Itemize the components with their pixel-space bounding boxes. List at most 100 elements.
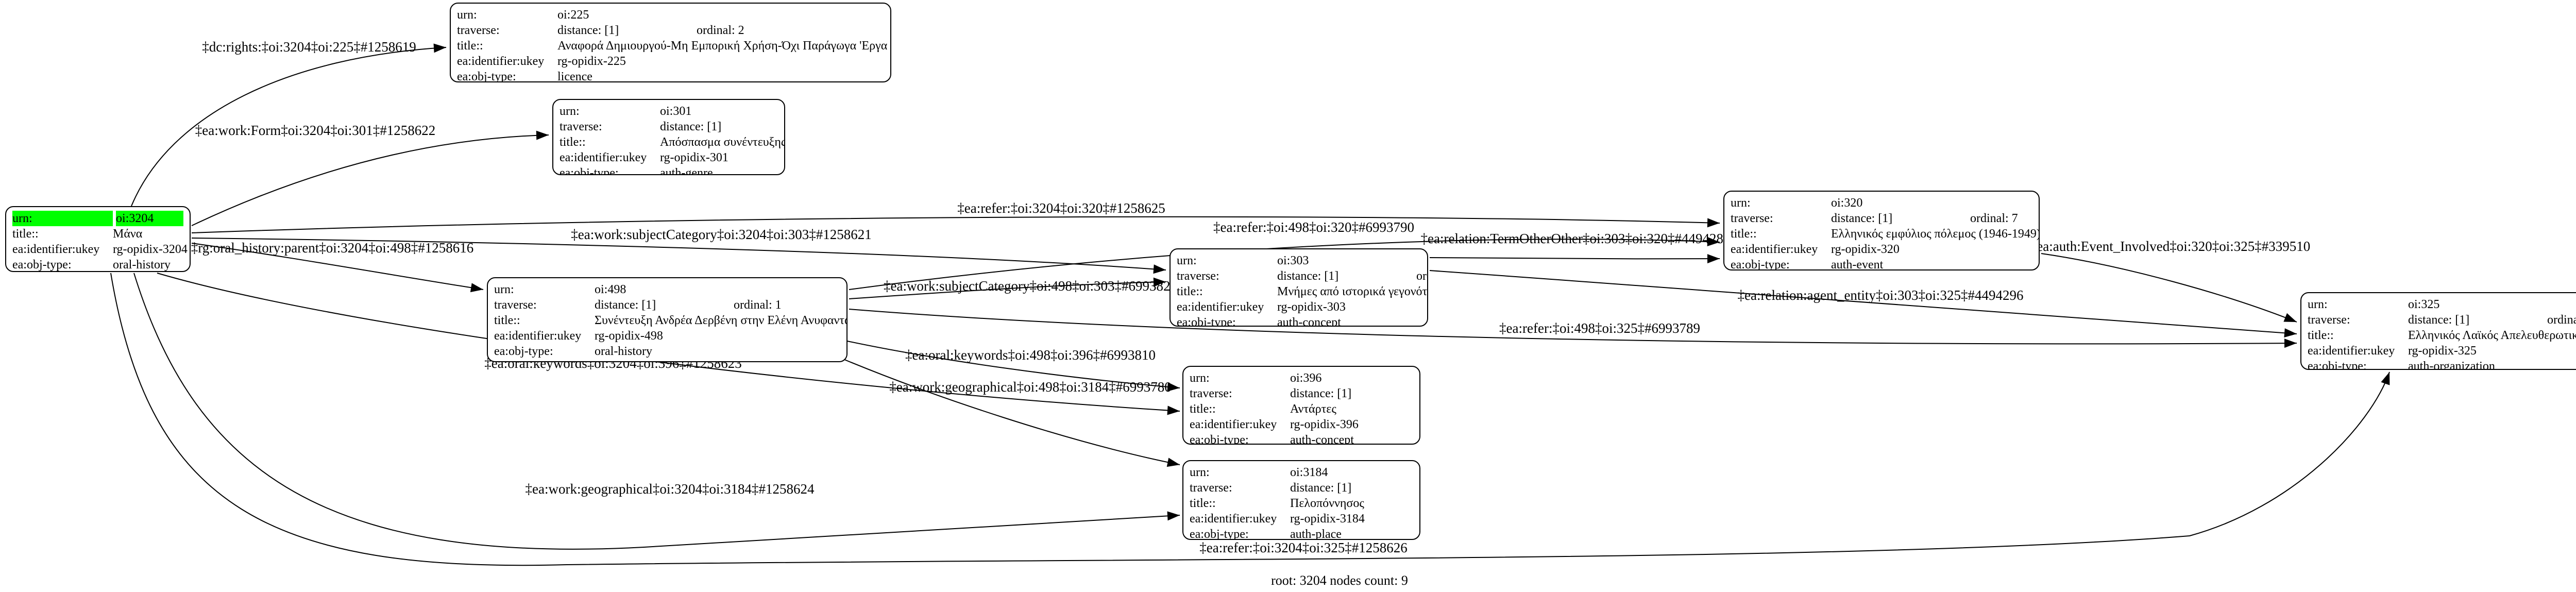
node-row-title: title::Αντάρτες (1190, 401, 1413, 417)
edge-ea-auth-event-involved-320-325 (2041, 253, 2297, 323)
field-value-text: Πελοπόννησος (1290, 497, 1364, 510)
field-key: ea:obj-type: (457, 70, 516, 82)
field-value-text: Ελληνικός Λαϊκός Απελευθερωτικός Στρατός… (2408, 329, 2576, 342)
edge-label-rg-oral-history-parent-3204-498: ‡rg:oral_history:parent‡oi:3204‡oi:498‡#… (191, 240, 473, 256)
field-key: ea:identifier:ukey (1177, 300, 1264, 314)
field-value-ordinal: ordinal: 3 (1416, 269, 1427, 283)
node-row-title: title::Απόσπασμα συνέντευξης (560, 134, 784, 150)
field-value-text: rg-opidix-225 (557, 55, 626, 68)
node-row-ea-obj-type: ea:obj-type:auth-concept (1177, 315, 1421, 327)
field-value: oi:498 (595, 282, 840, 297)
field-value-text: auth-place (1290, 528, 1342, 540)
node-row-traverse: traverse:distance: [1]ordinal: 8 (2308, 312, 2576, 328)
node-row-urn: urn: oi:301 (560, 104, 778, 119)
field-value: Απόσπασμα συνέντευξης (660, 134, 785, 150)
arrowhead-icon (470, 283, 483, 293)
field-value: distance: [1]ordinal: 8 (2408, 312, 2576, 328)
edge-label-ea-relation-agent-entity-303-325: ‡ea:relation:agent_entity‡oi:303‡oi:325‡… (1738, 287, 2024, 303)
field-key: traverse: (1177, 269, 1219, 283)
field-key: urn: (560, 105, 580, 118)
field-key: ea:obj-type: (494, 345, 553, 358)
field-key: urn: (1731, 196, 1751, 210)
field-value: rg-opidix-396 (1290, 417, 1413, 432)
edge-label-ea-work-subjectcategory-498-303: ‡ea:work:subjectCategory‡oi:498‡oi:303‡#… (884, 278, 1177, 294)
field-value: Ελληνικός Λαϊκός Απελευθερωτικός Στρατός… (2408, 328, 2576, 343)
field-value: Μνήμες από ιστορικά γεγονότα (1277, 284, 1428, 299)
edge-label-dc-rights-3204-225: ‡dc:rights:‡oi:3204‡oi:225‡#1258619 (202, 39, 416, 55)
field-value-text: oral-history (595, 345, 652, 358)
field-key: ea:identifier:ukey (1731, 243, 1818, 256)
node-row-ea-obj-type: ea:obj-type:auth-genre (560, 165, 778, 174)
field-value: oral-history (595, 344, 840, 359)
field-value: oi:301 (660, 104, 778, 119)
field-value: Αναφορά Δημιουργού-Μη Εμπορική Χρήση-Όχι… (557, 38, 890, 54)
node-row-traverse: traverse:distance: [1]ordinal: 7 (1731, 211, 2032, 226)
field-value: distance: [1]ordinal: 3 (1277, 268, 1427, 284)
field-value: auth-event (1831, 257, 2032, 269)
node-row-ea-obj-type: ea:obj-type:auth-organization (2308, 359, 2576, 370)
node-row-ea-obj-type: ea:obj-type:auth-concept (1190, 432, 1413, 444)
node-row-urn: urn: oi:396 (1190, 370, 1413, 386)
field-value-text: oi:396 (1290, 371, 1322, 385)
arrowhead-icon (433, 43, 446, 53)
node-row-ea-identifier-ukey: ea:identifier:ukey rg-opidix-320 (1731, 242, 2032, 257)
arrowhead-icon (1153, 277, 1166, 287)
field-value: oi:3204 (116, 211, 183, 226)
arrowhead-icon (1153, 264, 1166, 274)
node-row-title: title::Αναφορά Δημιουργού-Μη Εμπορική Χρ… (457, 38, 890, 54)
field-key: ea:identifier:ukey (2308, 344, 2395, 358)
field-key: traverse: (1731, 212, 1773, 225)
field-key: traverse: (560, 120, 602, 133)
field-value-text: oi:301 (660, 105, 692, 118)
field-key: urn: (1190, 371, 1210, 385)
field-value-text: Μνήμες από ιστορικά γεγονότα (1277, 285, 1428, 298)
node-row-ea-obj-type: ea:obj-type:licence (457, 69, 884, 82)
arrowhead-icon (2381, 372, 2390, 385)
edge-label-ea-oral-keywords-498-396: ‡ea:oral:keywords‡oi:498‡oi:396‡#6993810 (905, 347, 1156, 363)
node-row-ea-obj-type: ea:obj-type: auth-event (1731, 257, 2032, 270)
field-value-text: oi:320 (1831, 196, 1863, 210)
edge-rg-oral-history-parent-3204-498 (191, 243, 484, 290)
node-row-title: title::Πελοπόννησος (1190, 496, 1413, 511)
edge-ea-refer-3204-320 (191, 216, 1720, 233)
field-value-text: rg-opidix-320 (1831, 243, 1900, 256)
node-row-urn: urn:oi:225 (457, 7, 884, 23)
edge-ea-relation-termotherother-303-320 (1429, 257, 1720, 260)
field-value: rg-opidix-498 (595, 328, 840, 344)
field-value-text: Συνέντευξη Ανδρέα Δερβένη στην Ελένη Ανυ… (595, 314, 848, 327)
field-value-text: oi:3184 (1290, 466, 1328, 479)
field-value: oi:325 (2408, 297, 2576, 312)
field-value-text: Αντάρτες (1290, 402, 1336, 416)
field-value-text: oi:225 (557, 8, 589, 22)
field-value-text: distance: [1] (660, 120, 722, 133)
field-key: traverse: (1190, 481, 1232, 495)
node-row-traverse: traverse:distance: [1]ordinal: 1 (494, 297, 840, 313)
field-key: ea:obj-type: (2308, 360, 2367, 370)
field-key: urn: (494, 283, 514, 296)
field-value-text: distance: [1] (2408, 313, 2470, 327)
field-key: ea:obj-type: (1177, 316, 1236, 327)
field-value-text: distance: [1] (1831, 212, 1893, 225)
field-key: urn: (2308, 298, 2328, 311)
edge-ea-refer-498-320 (849, 239, 1720, 290)
field-value-text: Απόσπασμα συνέντευξης (660, 136, 785, 149)
arrowhead-icon (1707, 237, 1720, 247)
field-key: traverse: (1190, 387, 1232, 400)
edge-dc-rights-3204-225 (131, 47, 447, 207)
node-row-traverse: traverse:distance: [1]ordinal: 5 (1190, 386, 1413, 401)
field-value-text: oi:325 (2408, 298, 2440, 311)
edge-label-ea-work-subjectcategory-3204-303: ‡ea:work:subjectCategory‡oi:3204‡oi:303‡… (571, 227, 871, 242)
field-key: ea:obj-type: (1731, 258, 1790, 270)
